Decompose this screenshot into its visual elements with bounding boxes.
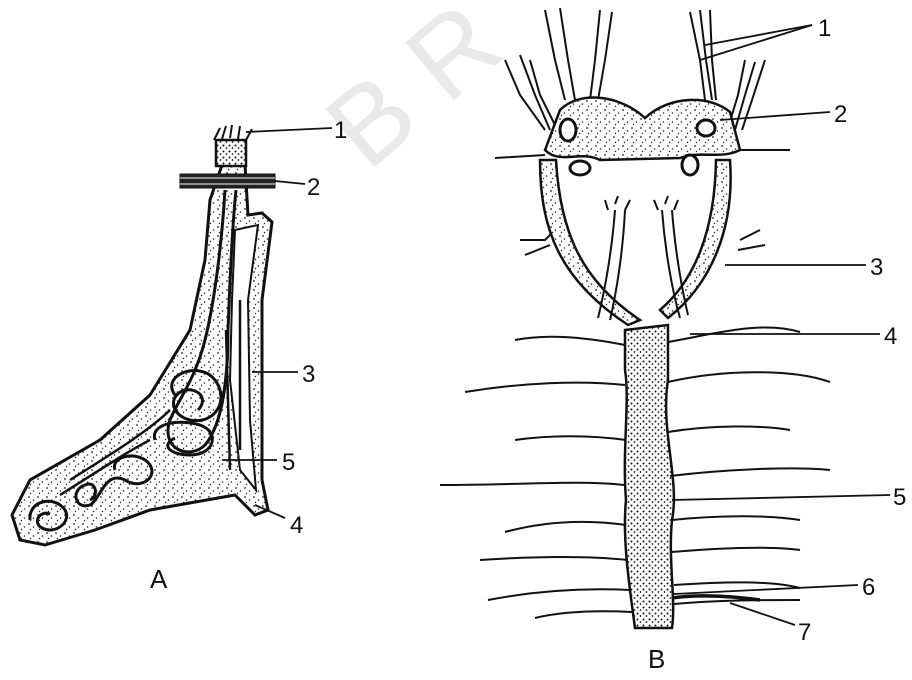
- figure-b-label-5: 5: [893, 484, 906, 511]
- figure-b-label-1: 1: [818, 15, 831, 42]
- figure-b-eye-upper-right: [697, 120, 715, 136]
- figure-b-label-2: 2: [834, 101, 847, 128]
- figure-b-label-7: 7: [798, 619, 811, 646]
- figure-a-collar: [180, 174, 275, 188]
- figure-a-label-4: 4: [290, 512, 303, 539]
- figure-a-top-knob: [216, 140, 246, 166]
- figure-b-label-4: 4: [884, 323, 897, 350]
- figure-a-label-1: 1: [334, 117, 347, 144]
- figure-b-eye-lower-right: [682, 155, 698, 175]
- figure-b-connective-right: [660, 160, 731, 318]
- watermark: B R: [304, 0, 524, 191]
- figure-b-eye-lower-left: [570, 161, 590, 175]
- figure-b-segment-marker: [672, 596, 760, 600]
- figure-a-label-2: 2: [307, 174, 320, 201]
- figure-a-label-5: 5: [282, 449, 295, 476]
- figure-b-label-3: 3: [870, 254, 883, 281]
- figure-b-connective-left: [540, 160, 640, 325]
- figure-b-label-6: 6: [862, 574, 875, 601]
- watermark-text: B R: [304, 0, 524, 191]
- figure-a: [12, 125, 332, 545]
- figure-a-label-3: 3: [302, 361, 315, 388]
- figure-b-panel-label: B: [648, 644, 665, 674]
- figure-a-panel-label: A: [150, 564, 168, 594]
- figure-b-eye-upper-left: [560, 119, 576, 141]
- figure-b-ventral-cord: [625, 325, 674, 628]
- figure-b: [440, 8, 890, 628]
